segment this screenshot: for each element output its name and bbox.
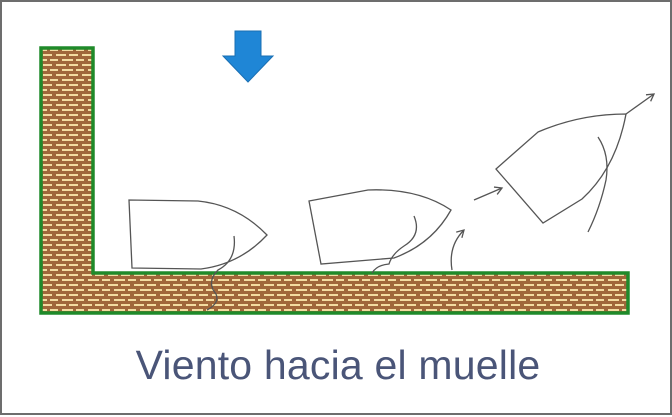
motion-arrow <box>625 93 656 115</box>
boat-position-2 <box>308 189 465 274</box>
motion-arrow <box>450 229 465 271</box>
arrow-down-icon <box>221 30 275 83</box>
dock-pier <box>39 46 630 315</box>
boat-position-3 <box>495 113 627 233</box>
motion-arrow <box>473 186 504 201</box>
diagram-caption: Viento hacia el muelle <box>135 342 541 388</box>
boat-position-1 <box>128 199 268 311</box>
